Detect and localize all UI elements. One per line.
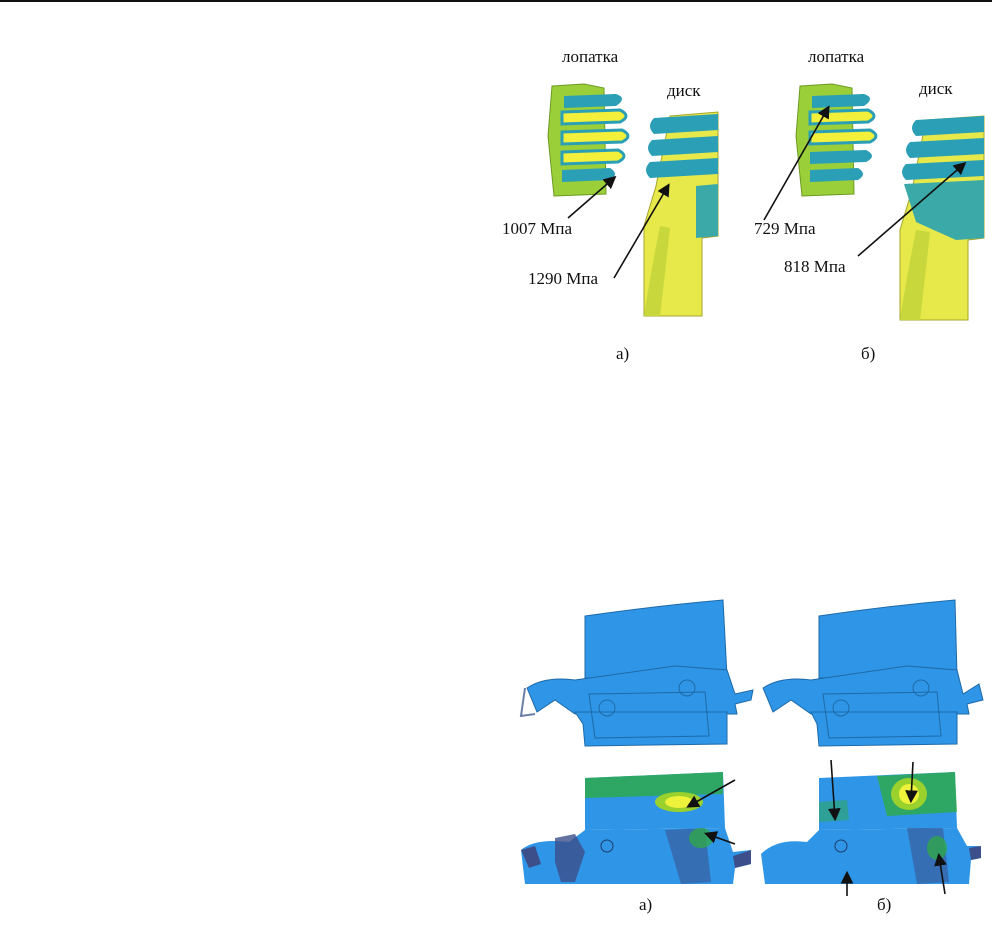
arrow-1290 (610, 180, 730, 290)
fe-model-b-upper (757, 596, 992, 756)
arrow-a-hotspot-2 (699, 826, 739, 856)
stress-label-disk-a: 1290 Мпа (528, 270, 598, 287)
fe-model-b-lower (757, 772, 992, 892)
caption-b-bottom: б) (877, 896, 891, 913)
disk-label: диск (919, 80, 953, 97)
stress-label-disk-b: 818 Мпа (784, 258, 846, 275)
caption-b-top: б) (861, 345, 875, 362)
caption-a-bottom: а) (639, 896, 652, 913)
arrow-a-hotspot-1 (679, 776, 739, 816)
arrow-b-4 (933, 848, 953, 898)
blade-label: лопатка (808, 48, 864, 65)
figure-top: лопатка диск 1007 Мпа (500, 40, 992, 380)
arrow-b-2 (903, 760, 923, 810)
arrow-b-3 (837, 868, 857, 898)
arrow-729 (758, 102, 858, 232)
figure-bottom: а) б) (515, 596, 992, 936)
stress-label-blade-b: 729 Мпа (754, 220, 816, 237)
disk-label: диск (667, 82, 701, 99)
arrow-818 (852, 158, 972, 268)
blade-label: лопатка (562, 48, 618, 65)
caption-a-top: а) (616, 345, 629, 362)
top-rule (0, 0, 992, 2)
arrow-b-1 (825, 758, 845, 828)
fe-model-a-upper (515, 596, 755, 756)
stress-label-blade-a: 1007 Мпа (502, 220, 572, 237)
